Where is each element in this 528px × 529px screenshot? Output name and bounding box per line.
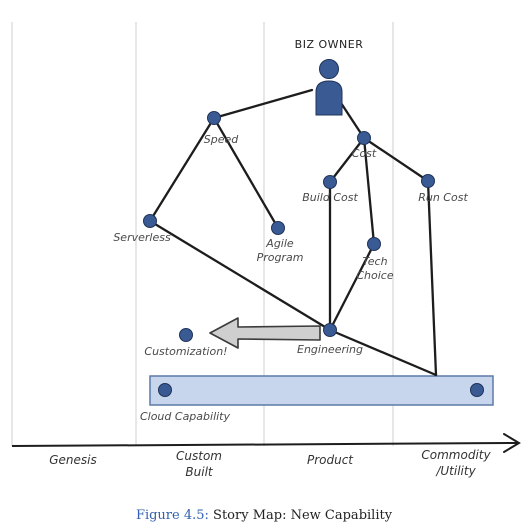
link-cost-build — [328, 136, 366, 184]
link-cost-tech — [362, 136, 376, 246]
speed-label: Speed — [204, 133, 240, 146]
node-run-cost — [421, 174, 435, 188]
build-cost-label: Build Cost — [302, 191, 358, 204]
stage-custom-built-1: Custom — [176, 449, 222, 463]
link-speed-serverless — [148, 116, 216, 223]
link-serverless-engineering — [148, 219, 332, 332]
serverless-label: Serverless — [113, 231, 171, 244]
node-serverless — [143, 214, 157, 228]
node-cloud-capability — [158, 383, 172, 397]
node-cost — [357, 131, 371, 145]
link-speed-agile — [212, 116, 280, 230]
node-build-cost — [323, 175, 337, 189]
evolution-axis — [11, 433, 521, 453]
stage-commodity-2: /Utility — [435, 464, 476, 478]
link-cost-run — [362, 136, 430, 183]
figure-caption: Figure 4.5: Story Map: New Capability — [0, 508, 528, 523]
stage-product: Product — [307, 453, 354, 467]
figure-number: Figure 4.5: — [135, 508, 209, 523]
tech-choice-label-2: Choice — [356, 269, 393, 282]
agile-label-1: Agile — [265, 237, 294, 250]
figure-title: Story Map: New Capability — [213, 508, 393, 523]
node-cloud-capability-end — [470, 383, 484, 397]
link-speed-owner — [212, 88, 314, 120]
link-tech-engineering — [328, 242, 376, 332]
agile-label-2: Program — [257, 251, 304, 264]
stage-genesis: Genesis — [49, 453, 97, 467]
node-agile-program — [271, 221, 285, 235]
person-icon — [315, 59, 343, 116]
cloud-capability-label: Cloud Capability — [140, 410, 231, 423]
link-run-capability — [426, 179, 438, 377]
engineering-label: Engineering — [297, 343, 363, 356]
evolution-arrow — [209, 317, 321, 349]
cost-label: Cost — [352, 147, 377, 160]
node-tech-choice — [367, 237, 381, 251]
stage-custom-built-2: Built — [185, 465, 214, 479]
node-engineering — [323, 323, 337, 337]
customization-label: Customization! — [144, 345, 227, 358]
link-engineering-capability — [328, 328, 438, 377]
tech-choice-label-1: Tech — [362, 255, 387, 268]
node-speed — [207, 111, 221, 125]
node-customization — [179, 328, 193, 342]
cloud-capability-bar — [149, 375, 494, 406]
biz-owner-label: BIZ OWNER — [295, 38, 364, 51]
run-cost-label: Run Cost — [418, 191, 468, 204]
stage-commodity-1: Commodity — [421, 448, 491, 462]
